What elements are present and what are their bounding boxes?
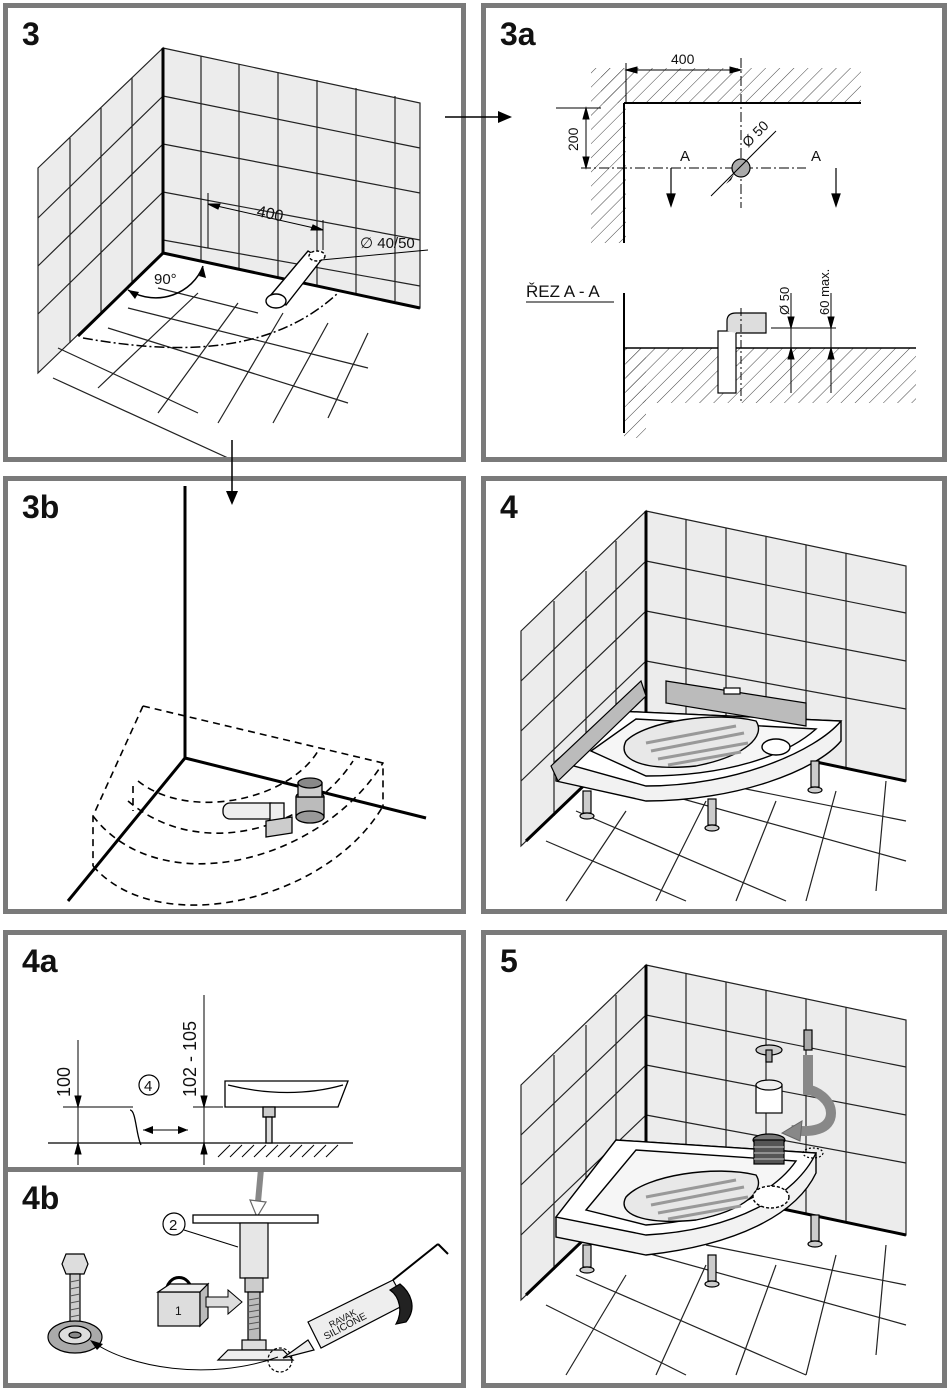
tray-feet xyxy=(579,760,823,832)
panel-label: 3a xyxy=(500,16,536,52)
back-wall xyxy=(162,47,421,309)
callout-4-label: 4 xyxy=(144,1078,152,1095)
mounting-plate xyxy=(192,1214,319,1224)
drain-installation-drawing xyxy=(520,963,907,1376)
tray-edge xyxy=(224,1080,349,1144)
floor-grid xyxy=(545,1244,907,1376)
corner-drain-layout-drawing: 400 ∅ 40/50 90° xyxy=(37,46,429,457)
plan-and-section-drawing: 400 200 Ø 50 A A ŘEZ A - A xyxy=(526,51,916,438)
siphon xyxy=(222,777,325,838)
plan-walls xyxy=(591,68,866,263)
panel-4: 4 xyxy=(481,476,947,914)
floor-grid xyxy=(52,287,369,457)
panel-label: 5 xyxy=(500,943,518,979)
section-dims xyxy=(771,293,836,393)
shower-tray xyxy=(554,710,843,802)
callout-2 xyxy=(162,1212,186,1236)
section-mark-left: A xyxy=(680,148,690,165)
section-mark-right: A xyxy=(811,148,821,165)
install-arrow xyxy=(790,1055,837,1136)
foot-assembly-drawing: 2 1 xyxy=(47,1172,449,1373)
walls xyxy=(520,509,907,848)
dim-400-label: 400 xyxy=(255,203,285,225)
dim-200-label: 200 xyxy=(565,127,581,151)
panel-label: 3 xyxy=(22,16,40,52)
tray-outline xyxy=(92,705,384,906)
section-marks xyxy=(666,168,841,208)
section-drawing xyxy=(623,293,916,438)
walls xyxy=(520,963,907,1302)
panel-3: 3 xyxy=(3,3,466,462)
dimension-400 xyxy=(207,193,324,250)
height-100-label: 100 xyxy=(54,1067,74,1097)
dimension-400 xyxy=(624,58,743,208)
callout-2-label: 2 xyxy=(169,1217,177,1234)
lock-number: 1 xyxy=(175,1304,182,1318)
siphon-placement-drawing xyxy=(66,486,427,906)
panel-4a: 4a 100 102 - 105 4 xyxy=(3,930,466,1177)
arrow-to-thread xyxy=(205,1288,243,1316)
panel-4b: 4b 2 1 xyxy=(3,1167,466,1388)
lock-icon xyxy=(156,1276,210,1328)
section-title: ŘEZ A - A xyxy=(526,282,600,301)
panel-5: 5 xyxy=(481,930,947,1388)
drain-pipe xyxy=(265,250,326,309)
dim-400-label: 400 xyxy=(671,51,695,67)
floor-grid xyxy=(545,780,907,902)
drain-parts xyxy=(752,1029,824,1165)
max-height-label: 60 max. xyxy=(817,269,832,315)
silicone-tube xyxy=(267,1243,449,1373)
left-wall xyxy=(37,46,164,375)
adjustable-foot xyxy=(216,1222,295,1361)
bolt-with-disc xyxy=(47,1253,103,1354)
pipe-diameter-label: ∅ 40/50 xyxy=(360,235,415,252)
shower-tray xyxy=(554,1139,818,1256)
pipe-hole xyxy=(731,158,751,178)
foot-height-drawing: 100 102 - 105 4 xyxy=(48,995,353,1165)
height-102-105-label: 102 - 105 xyxy=(180,1021,200,1097)
dimension-200 xyxy=(556,106,806,170)
section-pipe-label: Ø 50 xyxy=(777,287,792,315)
spirit-level xyxy=(550,679,807,783)
panel-label: 4a xyxy=(22,943,58,979)
tray-outline xyxy=(82,292,339,349)
tray-feet xyxy=(579,1214,823,1288)
panel-label: 3b xyxy=(22,489,60,525)
floor-hatch xyxy=(217,1144,339,1158)
panel-3b: 3b xyxy=(3,476,466,914)
panel-label: 4b xyxy=(22,1180,60,1216)
tray-leveling-drawing xyxy=(520,509,907,902)
panel-3a: 3a 400 xyxy=(481,3,947,462)
callout-4 xyxy=(138,1074,160,1096)
angle-label: 90° xyxy=(154,271,177,288)
panel-label: 4 xyxy=(500,489,518,525)
